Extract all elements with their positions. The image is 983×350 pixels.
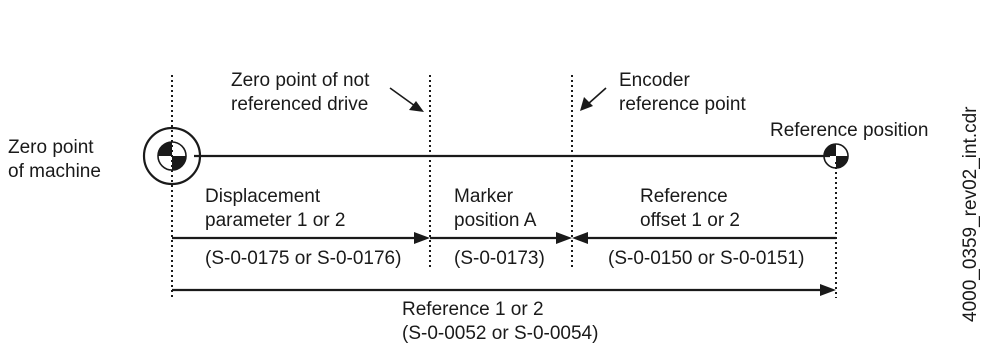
label-encoder-reference-line1: Encoder — [619, 70, 690, 91]
label-reference-offset-line1: Reference — [640, 186, 728, 207]
label-marker-line1: Marker — [454, 186, 514, 207]
label-zero-point-not-referenced-line1: Zero point of not — [231, 70, 370, 91]
label-zero-point-machine-line2: of machine — [8, 161, 101, 182]
reference-position-symbol — [823, 143, 849, 169]
label-zero-point-not-referenced-line2: referenced drive — [231, 94, 368, 115]
label-file-name: 4000_0359_rev02_int.cdr — [960, 106, 981, 322]
label-marker-param: (S-0-0173) — [454, 248, 545, 269]
arrow-not-referenced-pointer — [389, 87, 424, 112]
label-encoder-reference-line2: reference point — [619, 94, 746, 115]
label-zero-point-machine-line1: Zero point — [8, 137, 94, 158]
reference-arrow — [172, 284, 836, 296]
label-displacement-param: (S-0-0175 or S-0-0176) — [205, 248, 401, 269]
marker-arrow — [430, 232, 572, 244]
label-reference-offset-param: (S-0-0150 or S-0-0151) — [608, 248, 804, 269]
label-displacement-line2: parameter 1 or 2 — [205, 210, 345, 231]
label-reference-offset-line2: offset 1 or 2 — [640, 210, 740, 231]
label-reference-line1: Reference 1 or 2 — [402, 299, 544, 320]
arrow-encoder-pointer — [580, 87, 607, 111]
machine-zero-symbol — [142, 126, 202, 186]
displacement-arrow — [172, 232, 430, 244]
label-marker-line2: position A — [454, 210, 537, 231]
reference-offset-arrow — [572, 232, 836, 244]
label-displacement-line1: Displacement — [205, 186, 321, 207]
label-reference-position: Reference position — [770, 120, 928, 141]
label-reference-line2: (S-0-0052 or S-0-0054) — [402, 323, 598, 344]
